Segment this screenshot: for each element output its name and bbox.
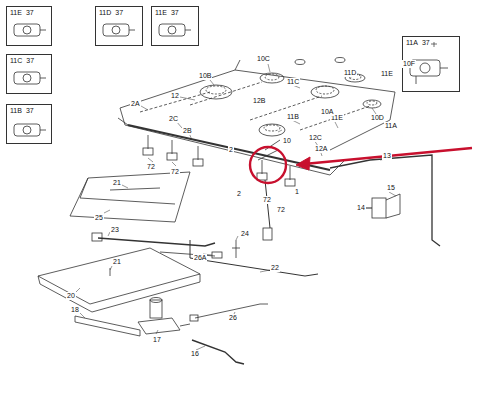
callout-number: 2 <box>236 190 242 198</box>
screw-callout: 37 <box>25 9 35 17</box>
callout-number: 2C <box>168 115 179 123</box>
callout-number: 10B <box>198 72 212 80</box>
callout-number: 10A <box>320 108 334 116</box>
highlight-arrow <box>304 148 472 164</box>
callout-number: 15 <box>386 184 396 192</box>
callout-number: 22 <box>270 264 280 272</box>
callout-number: 72 <box>170 168 180 176</box>
part-number: 11C <box>9 57 23 65</box>
callout-number: 26A <box>193 254 207 262</box>
callout-number: 11E <box>380 70 394 78</box>
callout-number: 11D <box>343 69 357 77</box>
manifold <box>118 82 370 186</box>
screw-callout: 37 <box>25 57 35 65</box>
screw-callout: 37 <box>114 9 124 17</box>
part-number: 11B <box>9 107 23 115</box>
screw-icons <box>28 12 437 115</box>
callout-number: 26 <box>228 314 238 322</box>
heat-shield <box>70 172 190 222</box>
callout-number: 14 <box>356 204 366 212</box>
lower-pan <box>38 248 200 312</box>
callout-number: 11A <box>384 122 398 130</box>
callout-number: 10 <box>282 137 292 145</box>
inset-box: 11B37 <box>6 104 52 144</box>
callout-number: 72 <box>146 163 156 171</box>
regulator <box>138 298 190 335</box>
callout-number: 10F <box>402 60 416 68</box>
bar-bracket <box>92 233 102 241</box>
rod <box>190 180 318 276</box>
callout-number: 11C <box>286 78 300 86</box>
igniter-connector <box>212 252 222 258</box>
callout-number: 21 <box>112 258 122 266</box>
callout-number: 17 <box>152 336 162 344</box>
callout-number: 2A <box>130 100 141 108</box>
highlight-circle <box>250 147 286 183</box>
callout-number: 2B <box>182 127 193 135</box>
wire-plug <box>190 315 198 321</box>
callout-number: 16 <box>190 350 200 358</box>
leader-lines <box>76 64 396 350</box>
callout-number: 1 <box>294 188 300 196</box>
burner-box <box>120 60 395 175</box>
callout-number: 24 <box>240 230 250 238</box>
hose <box>192 340 244 364</box>
rod-block <box>263 228 272 240</box>
part-number: 11A <box>405 39 419 47</box>
callout-number: 12C <box>308 134 323 142</box>
burners <box>200 58 381 137</box>
part-number: 11E <box>9 9 23 17</box>
callout-number: 11B <box>286 113 300 121</box>
inset-box: 11E37 <box>6 6 52 46</box>
callout-number: 21 <box>112 179 122 187</box>
callout-number: 72 <box>276 206 286 214</box>
callout-number: 18 <box>70 306 80 314</box>
callout-number: 12A <box>314 145 328 153</box>
callout-number: 20 <box>66 292 76 300</box>
callout-number: 12 <box>170 92 180 100</box>
callout-number: 72 <box>262 196 272 204</box>
part-number: 11E <box>154 9 168 17</box>
callout-number: 10C <box>256 55 271 63</box>
callout-number: 10D <box>370 114 385 122</box>
screw-callout: 37 <box>25 107 35 115</box>
callout-number: 25 <box>94 214 104 222</box>
bracket-18 <box>75 316 140 336</box>
bracket <box>360 194 400 218</box>
inset-box: 11E37 <box>151 6 199 46</box>
callout-number: 12B <box>252 97 266 105</box>
callout-number: 2 <box>228 146 234 154</box>
callout-number: 23 <box>110 226 120 234</box>
highlight-arrowhead <box>296 157 310 170</box>
inset-box: 11C37 <box>6 54 52 94</box>
inset-icons <box>14 24 448 136</box>
callout-number: 13 <box>382 152 392 160</box>
screw-callout: 37 <box>421 39 431 47</box>
inset-box: 11D37 <box>95 6 143 46</box>
gas-line <box>330 155 440 246</box>
screw-callout: 37 <box>170 9 180 17</box>
part-number: 11D <box>98 9 112 17</box>
support-bar <box>98 238 215 246</box>
clip <box>232 240 240 258</box>
